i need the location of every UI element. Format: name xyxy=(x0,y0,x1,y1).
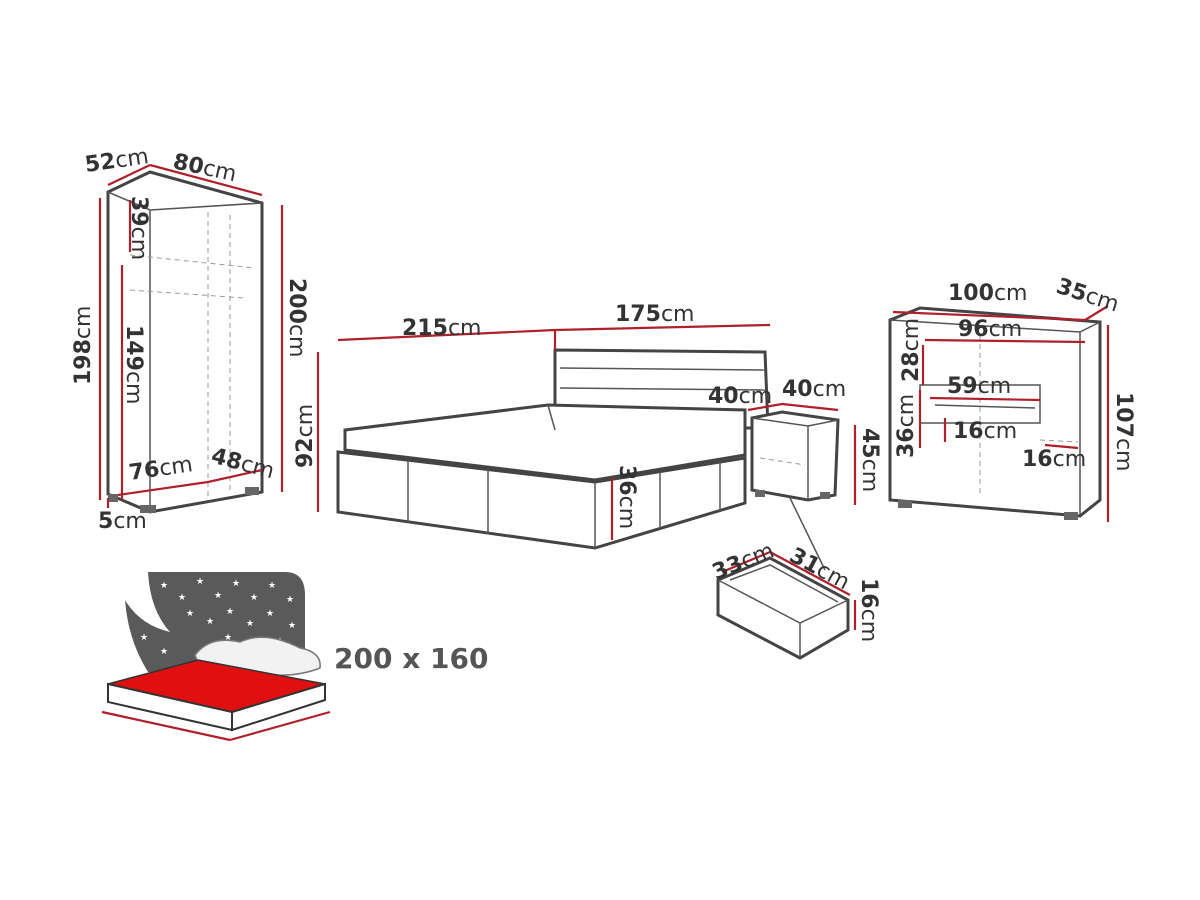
svg-text:★: ★ xyxy=(288,621,296,631)
cabinet-shelf-width-label: 59cm xyxy=(947,374,1011,399)
cabinet xyxy=(888,305,1110,522)
svg-text:★: ★ xyxy=(250,593,258,603)
svg-text:★: ★ xyxy=(214,591,222,601)
svg-text:★: ★ xyxy=(206,617,214,627)
wardrobe-top-section-label: 39cm xyxy=(126,196,151,260)
nightstand-width-label: 40cm xyxy=(708,384,772,409)
cabinet-side-section-label: 36cm xyxy=(894,394,919,458)
bed xyxy=(316,323,771,550)
nightstand xyxy=(747,402,857,571)
bed-length-label: 215cm xyxy=(402,316,481,341)
nightstand-depth-label: 40cm xyxy=(782,377,846,402)
mattress-size-label: 200 x 160 xyxy=(334,642,488,675)
mattress-star-icon: ★★ ★★ ★★ ★★ ★★ ★★ ★★ ★★ ★★ xyxy=(101,572,331,742)
nightstand-height-label: 45cm xyxy=(857,428,882,492)
svg-text:★: ★ xyxy=(246,619,254,629)
wardrobe-height-inner-label: 198cm xyxy=(71,306,96,385)
svg-text:★: ★ xyxy=(226,607,234,617)
svg-text:★: ★ xyxy=(196,577,204,587)
wardrobe-rail-section-label: 149cm xyxy=(121,325,146,404)
wardrobe-inner-width-label: 76cm xyxy=(127,452,194,486)
cabinet-inner-width-label: 96cm xyxy=(958,317,1022,342)
cabinet-top-section-label: 28cm xyxy=(899,318,924,382)
wardrobe-depth-label: 52cm xyxy=(83,144,150,178)
bed-width-label: 175cm xyxy=(615,302,694,327)
svg-text:★: ★ xyxy=(178,593,186,603)
svg-text:★: ★ xyxy=(286,595,294,605)
cabinet-width-label: 100cm xyxy=(948,281,1027,306)
svg-text:★: ★ xyxy=(140,633,148,643)
svg-text:★: ★ xyxy=(186,609,194,619)
bed-base-height-label: 36cm xyxy=(614,465,639,529)
drawer-height-label: 16cm xyxy=(856,578,881,642)
svg-text:★: ★ xyxy=(160,581,168,591)
wardrobe-leg-label: 5cm xyxy=(98,509,147,534)
svg-text:★: ★ xyxy=(224,633,232,643)
svg-text:★: ★ xyxy=(268,581,276,591)
wardrobe xyxy=(98,163,284,514)
bed-height-label: 92cm xyxy=(293,404,318,468)
cabinet-shelf-depth-label: 16cm xyxy=(953,419,1017,444)
svg-text:★: ★ xyxy=(160,647,168,657)
svg-text:★: ★ xyxy=(266,609,274,619)
cabinet-height-label: 107cm xyxy=(1111,392,1136,471)
cabinet-niche-label: 16cm xyxy=(1022,447,1086,472)
wardrobe-height-label: 200cm xyxy=(284,278,309,357)
drawer xyxy=(716,550,857,660)
cabinet-depth-label: 35cm xyxy=(1053,274,1122,318)
svg-text:★: ★ xyxy=(232,579,240,589)
